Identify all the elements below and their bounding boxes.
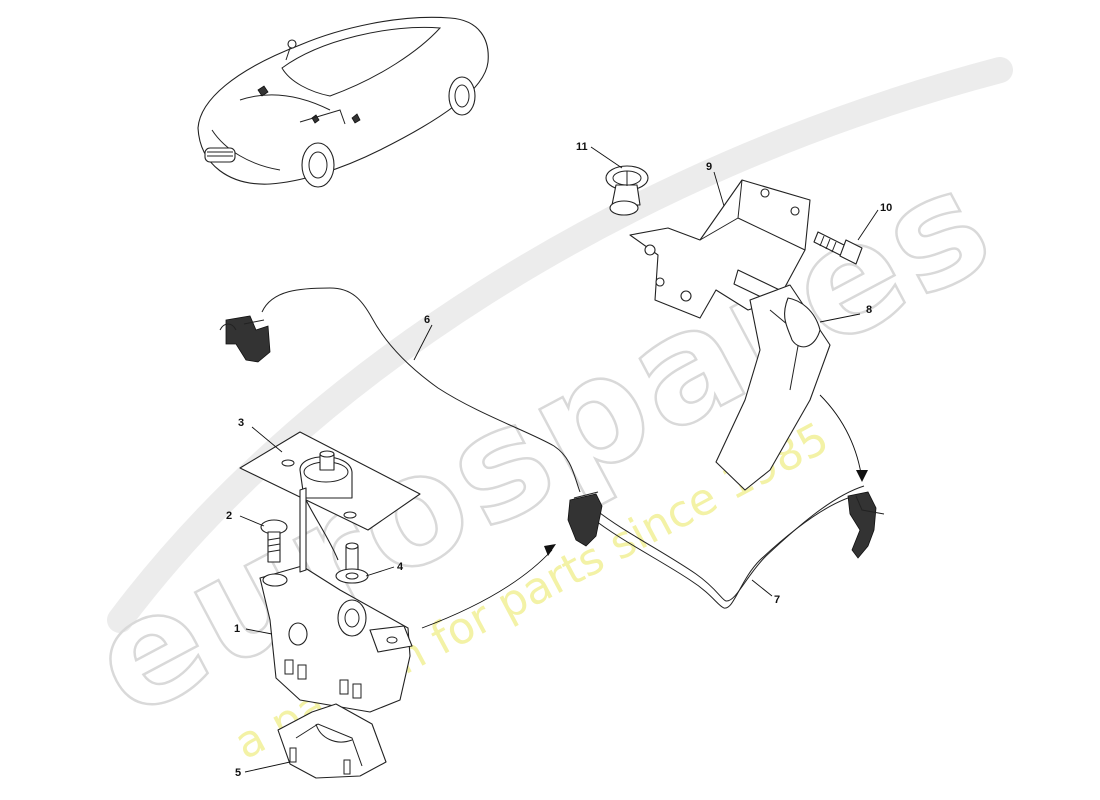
- callout-5: 5: [235, 767, 241, 779]
- part-10-bolt: [813, 231, 863, 265]
- part-7-harness: [567, 485, 885, 609]
- leader-1: [245, 628, 273, 635]
- part-3-plate: [239, 431, 421, 531]
- leader-3: [251, 426, 283, 453]
- callout-8: 8: [866, 304, 872, 316]
- car-thumbnail: [197, 16, 489, 188]
- callout-3: 3: [238, 417, 244, 429]
- arrow-head-left: [544, 544, 556, 556]
- callout-4: 4: [397, 561, 404, 573]
- part-8-lever: [715, 284, 831, 491]
- callout-1: 1: [234, 623, 240, 635]
- leader-4: [365, 566, 395, 577]
- part-6-cable: [219, 287, 581, 493]
- arrow-1-to-connector: [421, 549, 553, 629]
- callout-2: 2: [226, 510, 232, 522]
- watermark: eurospares a passion for parts since 198…: [64, 57, 1021, 770]
- callout-9: 9: [706, 161, 712, 173]
- part-4-stud: [335, 542, 369, 584]
- part-11-release-handle: [605, 165, 649, 216]
- leader-8: [819, 313, 861, 323]
- arrow-head-right: [856, 470, 868, 482]
- leader-11: [590, 146, 623, 169]
- part-1-latch: [259, 487, 413, 713]
- callout-labels: 11 9 10 8 6 3 2 4 1 5 7: [226, 141, 892, 779]
- part-2-bolt: [260, 519, 288, 563]
- leader-2: [239, 515, 265, 527]
- leader-7: [751, 579, 773, 597]
- callout-10: 10: [880, 202, 892, 214]
- callout-7: 7: [774, 594, 780, 606]
- leader-lines: [239, 146, 879, 773]
- leader-10: [857, 209, 879, 241]
- leader-5: [244, 761, 291, 773]
- leader-9: [713, 171, 725, 207]
- arrow-8-to-connector: [819, 394, 863, 481]
- watermark-swoosh: [107, 57, 1013, 633]
- part-5-base: [277, 703, 387, 779]
- leader-6: [413, 324, 433, 361]
- callout-11: 11: [576, 141, 588, 153]
- callout-6: 6: [424, 314, 430, 326]
- watermark-brand: eurospares: [65, 134, 1019, 752]
